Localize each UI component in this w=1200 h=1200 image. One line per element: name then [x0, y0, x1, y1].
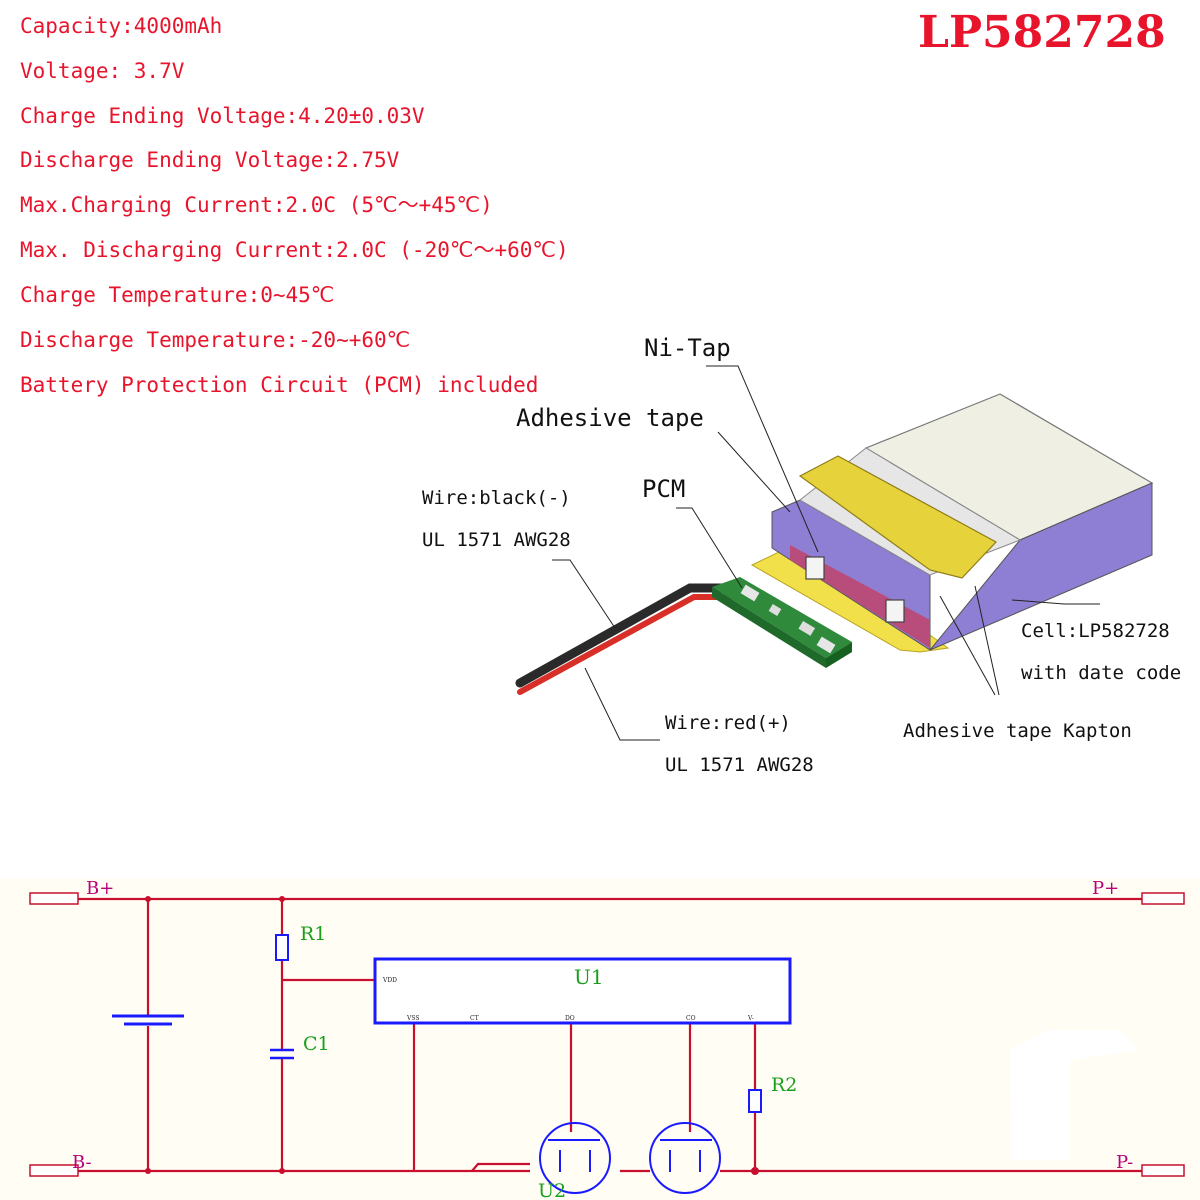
- label-p-minus: P-: [1116, 1152, 1133, 1173]
- label-r1: R1: [300, 923, 326, 945]
- spec-charge-temperature: Charge Temperature:0~45℃: [20, 283, 335, 307]
- label-pcm: PCM: [642, 475, 686, 503]
- label-cell-note: with date code: [1021, 662, 1182, 684]
- label-wire-black-spec: UL 1571 AWG28: [422, 529, 571, 551]
- label-cell: Cell:LP582728: [1021, 620, 1170, 642]
- label-u2: U2: [538, 1180, 566, 1200]
- label-b-plus: B+: [86, 878, 114, 899]
- pcm-board: [712, 577, 852, 668]
- label-u1: U1: [574, 965, 604, 989]
- label-wire-red-spec: UL 1571 AWG28: [665, 754, 814, 776]
- label-wire-black: Wire:black(-): [422, 487, 571, 509]
- label-adhesive-tape: Adhesive tape: [516, 404, 704, 432]
- pin-do: DO: [565, 1015, 575, 1022]
- spec-discharge-ending-voltage: Discharge Ending Voltage:2.75V: [20, 148, 400, 172]
- label-wire-red: Wire:red(+): [665, 712, 791, 734]
- label-c1: C1: [303, 1033, 330, 1055]
- spec-max-charging-current: Max.Charging Current:2.0C (5℃～+45℃): [20, 193, 493, 217]
- pin-vdd: VDD: [382, 977, 397, 984]
- ni-tab-right: [885, 599, 905, 623]
- spec-max-discharging-current: Max. Discharging Current:2.0C (-20℃～+60℃…: [20, 238, 569, 262]
- label-p-plus: P+: [1092, 878, 1119, 899]
- label-r2: R2: [771, 1074, 797, 1096]
- ni-tab-left: [805, 556, 825, 580]
- spec-charge-ending-voltage: Charge Ending Voltage:4.20±0.03V: [20, 104, 425, 128]
- label-ni-tap: Ni-Tap: [644, 334, 731, 362]
- pin-vss: VSS: [406, 1015, 419, 1022]
- battery-drawing: [515, 365, 1154, 741]
- pin-ct: CT: [470, 1015, 479, 1022]
- pin-co: CO: [686, 1015, 696, 1022]
- spec-discharge-temperature: Discharge Temperature:-20~+60℃: [20, 328, 411, 352]
- spec-voltage: Voltage: 3.7V: [20, 59, 185, 83]
- pin-v-minus: V-: [747, 1015, 754, 1022]
- spec-pcm-included: Battery Protection Circuit (PCM) include…: [20, 373, 539, 397]
- label-b-minus: B-: [72, 1152, 92, 1173]
- adhesive-tape-top: [798, 455, 997, 579]
- model-title: LP582728: [918, 7, 1166, 58]
- label-kapton: Adhesive tape Kapton: [903, 720, 1132, 742]
- spec-capacity: Capacity:4000mAh: [20, 14, 223, 38]
